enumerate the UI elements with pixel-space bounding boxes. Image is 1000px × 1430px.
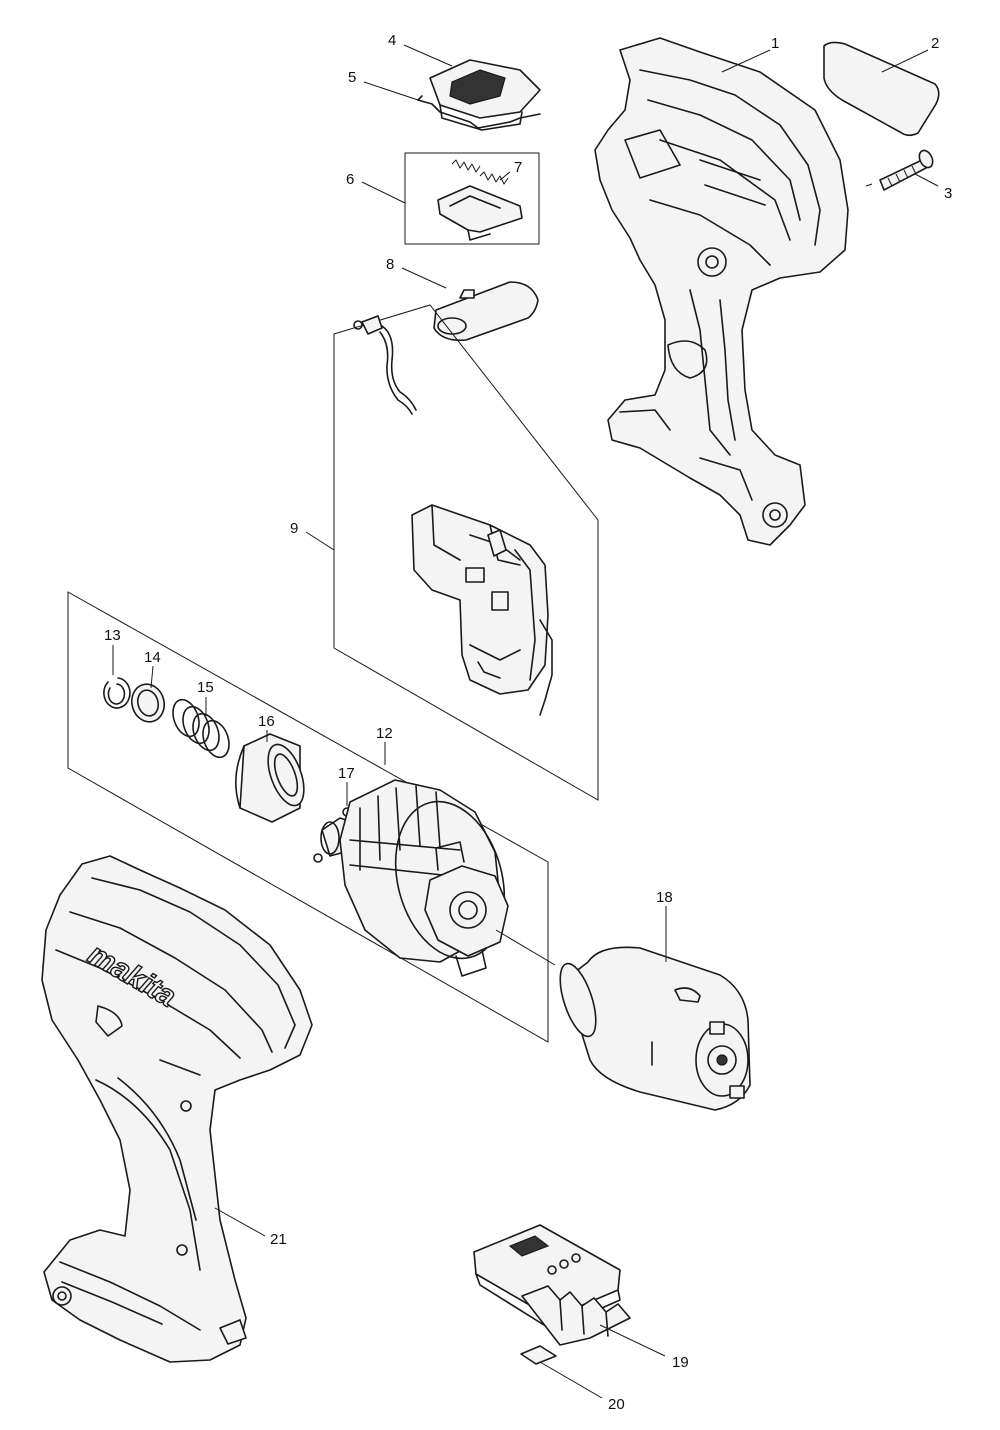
leader-4 [403, 44, 453, 67]
part-13-snap-ring [103, 677, 131, 709]
leader-lines [112, 44, 939, 1399]
leader-8 [401, 267, 447, 289]
callout-6: 6 [346, 171, 354, 188]
callout-1: 1 [771, 35, 779, 52]
part-6-slide-plate [437, 185, 523, 241]
callout-18: 18 [656, 889, 673, 906]
part-21-housing-left: makita [41, 855, 313, 1363]
leader-3 [914, 173, 939, 187]
callout-21: 21 [270, 1231, 287, 1248]
part-7-springs [451, 159, 509, 185]
part-8-cover-piece [433, 281, 539, 342]
part-5-switch-plate [417, 95, 541, 129]
callout-17: 17 [338, 765, 355, 782]
leader-5 [363, 81, 419, 101]
leader-14 [150, 665, 154, 689]
callout-9: 9 [290, 520, 298, 537]
part-12-gear-assembly [320, 779, 509, 977]
callout-12: 12 [376, 725, 393, 742]
part-9-switch [353, 315, 553, 716]
part-4-switch-lever [429, 59, 541, 131]
group-9-box [333, 304, 599, 801]
callout-numbers: 1 2 3 4 5 6 7 8 9 12 13 14 15 16 17 18 1… [104, 32, 952, 1413]
callout-19: 19 [672, 1354, 689, 1371]
callout-3: 3 [944, 185, 952, 202]
part-3-screw [865, 149, 934, 191]
part-18-motor [559, 946, 751, 1111]
callout-20: 20 [608, 1396, 625, 1413]
group-12-box [67, 591, 549, 1043]
callout-4: 4 [388, 32, 396, 49]
leader-1 [721, 49, 771, 73]
callout-7: 7 [514, 159, 522, 176]
leader-6 [361, 181, 406, 204]
part-2-label-plate [823, 41, 940, 137]
part-15-spring [172, 698, 230, 759]
callout-13: 13 [104, 627, 121, 644]
leader-7 [499, 171, 511, 181]
part-14-washer [130, 683, 166, 723]
part-19-control-board [473, 1224, 631, 1346]
callout-15: 15 [197, 679, 214, 696]
callout-2: 2 [931, 35, 939, 52]
group-6-box [404, 152, 540, 245]
part-20-pad [520, 1345, 557, 1365]
assembly-axis-line [495, 929, 556, 966]
callout-8: 8 [386, 256, 394, 273]
leader-19 [599, 1324, 666, 1357]
part-1-housing-right [594, 37, 849, 546]
callout-16: 16 [258, 713, 275, 730]
leader-9 [305, 531, 335, 551]
callout-14: 14 [144, 649, 161, 666]
leader-21 [214, 1207, 266, 1237]
callout-5: 5 [348, 69, 356, 86]
part-16-sleeve [235, 733, 305, 823]
leader-20 [539, 1361, 603, 1399]
leader-2 [881, 49, 929, 73]
